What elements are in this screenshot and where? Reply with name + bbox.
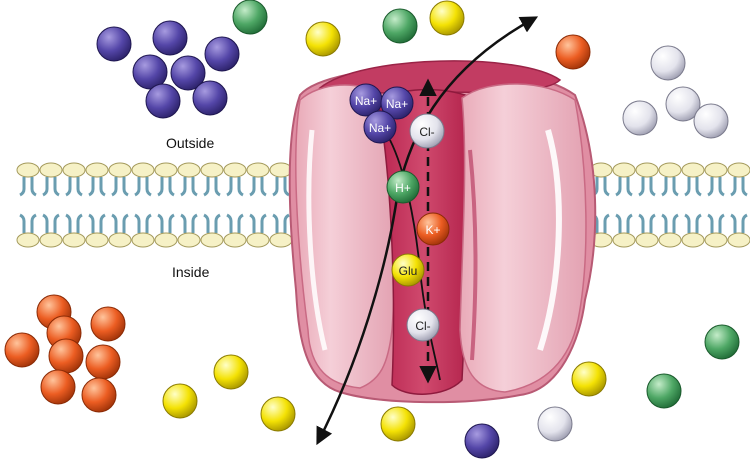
cl-label-bottom: Cl- <box>415 319 430 333</box>
glutamate-icon <box>380 406 416 442</box>
na-label-3: Na+ <box>369 121 391 135</box>
lipid-unit <box>199 161 225 249</box>
potassium-ion-icon: K+ <box>416 212 450 246</box>
sodium-ion-icon: Na+ <box>349 83 383 117</box>
glutamate-icon <box>213 354 249 390</box>
lipid-unit <box>245 161 271 249</box>
glutamate-icon <box>571 361 607 397</box>
sodium-ion-icon <box>152 20 188 56</box>
chloride-ion-icon <box>665 86 701 122</box>
proton-icon <box>232 0 268 35</box>
sodium-ion-icon: Na+ <box>363 110 397 144</box>
lipid-unit <box>15 161 41 249</box>
sodium-ion-icon: Na+ <box>380 86 414 120</box>
chloride-ion-icon <box>622 100 658 136</box>
lipid-unit <box>176 161 202 249</box>
potassium-ion-icon <box>85 344 121 380</box>
sodium-ion-icon <box>464 423 500 459</box>
sodium-ion-icon <box>145 83 181 119</box>
chloride-ion-icon: Cl- <box>409 113 445 149</box>
h-label: H+ <box>395 181 411 195</box>
k-label: K+ <box>425 223 440 237</box>
inside-label: Inside <box>172 264 210 280</box>
lipid-unit <box>680 161 706 249</box>
na-label-2: Na+ <box>386 97 408 111</box>
potassium-ion-icon <box>555 34 591 70</box>
lipid-unit <box>611 161 637 249</box>
proton-icon <box>704 324 740 360</box>
potassium-ion-icon <box>40 369 76 405</box>
potassium-ion-icon <box>4 332 40 368</box>
lipid-unit <box>703 161 729 249</box>
lipid-unit <box>130 161 156 249</box>
sodium-ion-icon <box>96 26 132 62</box>
sodium-ion-icon <box>170 55 206 91</box>
potassium-ion-icon <box>48 338 84 374</box>
outside-label: Outside <box>166 135 215 151</box>
sodium-ion-icon <box>192 80 228 116</box>
potassium-ion-icon <box>81 377 117 413</box>
lipid-unit <box>107 161 133 249</box>
lipid-unit <box>84 161 110 249</box>
lipid-unit <box>634 161 660 249</box>
sodium-ion-icon <box>204 36 240 72</box>
potassium-ion-icon <box>90 306 126 342</box>
glutamate-icon <box>162 383 198 419</box>
glutamate-icon <box>305 21 341 57</box>
sodium-ion-icon <box>132 54 168 90</box>
cl-label-top: Cl- <box>419 125 434 139</box>
lipid-unit <box>222 161 248 249</box>
glu-label: Glu <box>399 264 418 278</box>
proton-icon: H+ <box>386 170 420 204</box>
lipid-unit <box>268 161 294 249</box>
proton-icon <box>646 373 682 409</box>
chloride-ion-icon <box>537 406 573 442</box>
glutamate-icon: Glu <box>391 253 425 287</box>
lipid-unit <box>38 161 64 249</box>
lipid-unit <box>61 161 87 249</box>
na-label-1: Na+ <box>355 94 377 108</box>
chloride-ion-icon: Cl- <box>406 308 440 342</box>
flow-arrow-curved <box>316 16 539 446</box>
lipid-unit <box>726 161 750 249</box>
lipid-unit <box>153 161 179 249</box>
chloride-ion-icon <box>693 103 729 139</box>
channel-right-subunit <box>459 83 587 393</box>
glutamate-icon <box>260 396 296 432</box>
glutamate-icon <box>429 0 465 36</box>
proton-icon <box>382 8 418 44</box>
chloride-ion-icon <box>650 45 686 81</box>
lipid-unit <box>657 161 683 249</box>
